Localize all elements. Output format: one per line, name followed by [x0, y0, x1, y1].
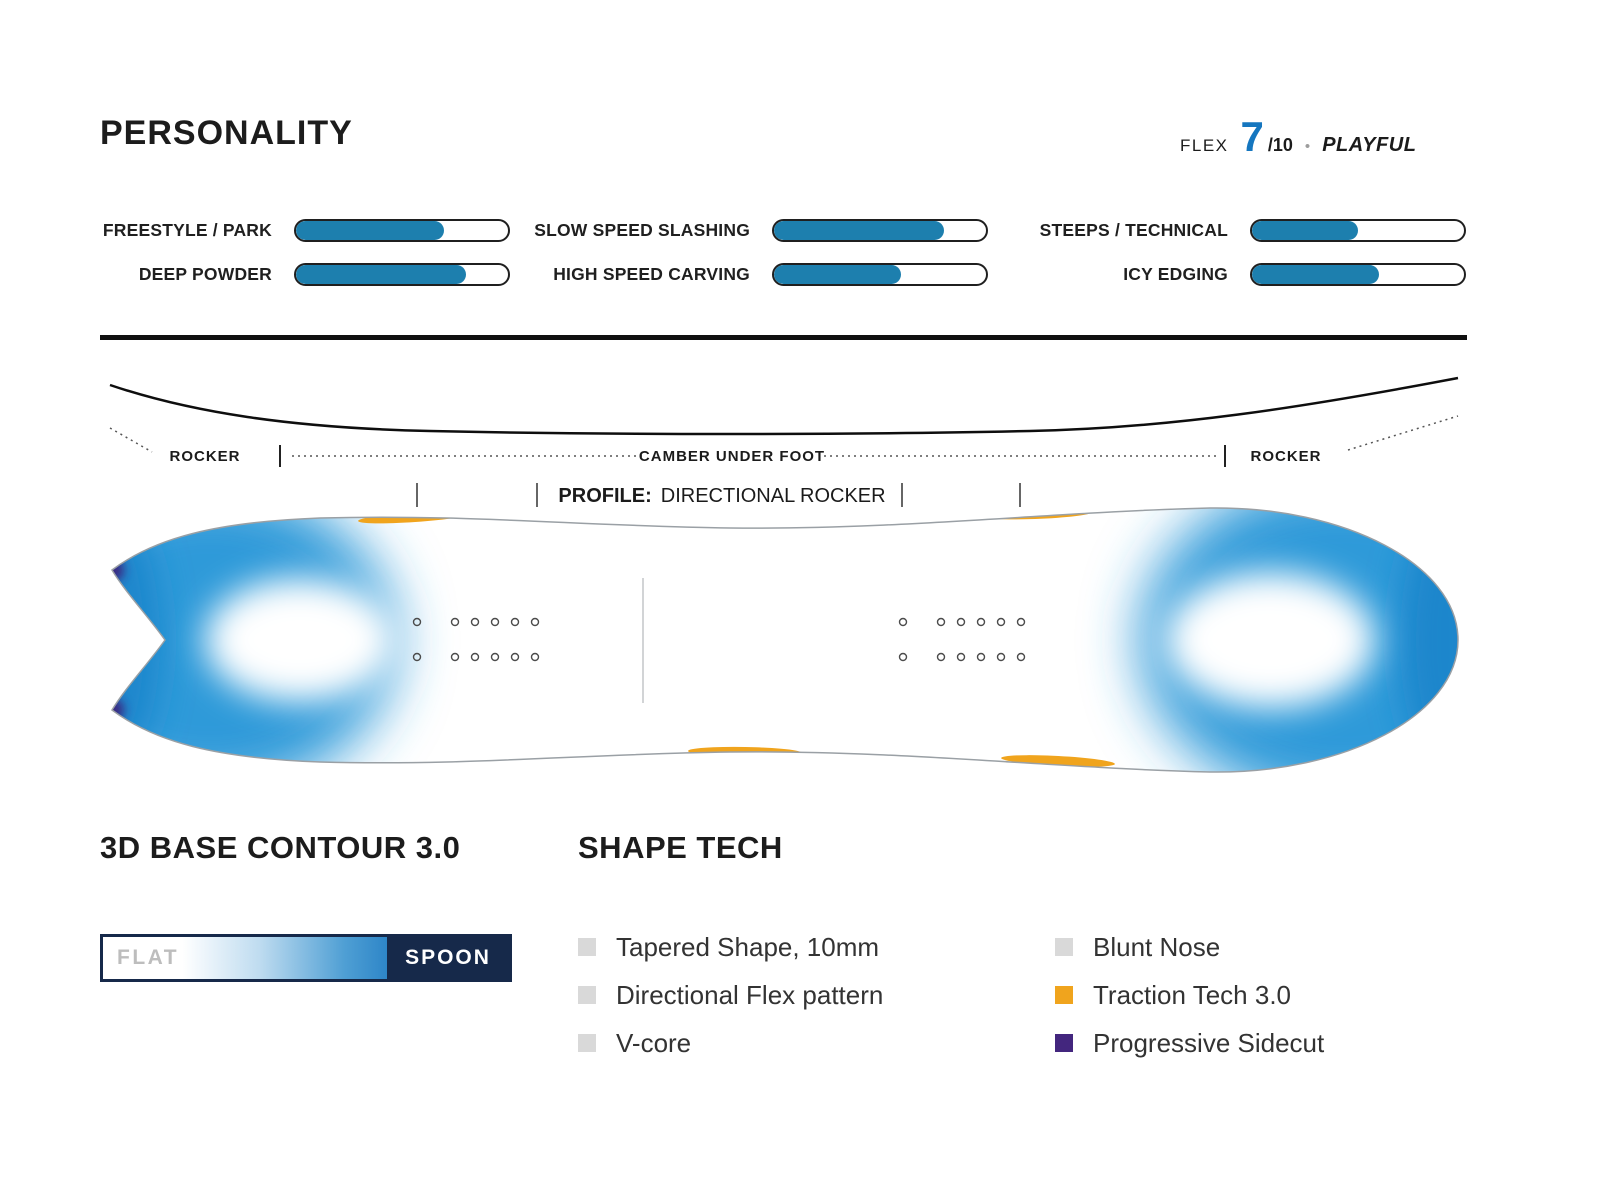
flex-denominator: /10 — [1267, 135, 1293, 155]
rating-bar-fill — [296, 265, 466, 284]
section-divider — [100, 335, 1467, 340]
bar-label: FREESTYLE / PARK — [102, 220, 272, 240]
shape-tech-label: V-core — [616, 1027, 692, 1058]
shape-tech-column-1: Tapered Shape, 10mm Directional Flex pat… — [578, 930, 883, 1074]
shape-tech-column-2: Blunt Nose Traction Tech 3.0 Progressive… — [1055, 930, 1324, 1074]
board-top-view — [111, 507, 1459, 773]
shape-tech-label: Progressive Sidecut — [1093, 1027, 1325, 1058]
bullet-square-icon — [1055, 1034, 1073, 1052]
shape-tech-label: Directional Flex pattern — [616, 979, 884, 1010]
bullet-square-icon — [578, 1034, 596, 1052]
base-contour-title: 3D BASE CONTOUR 3.0 — [100, 830, 461, 865]
separator-dot-icon: • — [1304, 138, 1311, 155]
rocker-guide-right — [1347, 415, 1459, 451]
rating-bar-track — [294, 219, 510, 242]
profile-type-value: DIRECTIONAL ROCKER — [661, 485, 886, 507]
shape-tech-item: Tapered Shape, 10mm — [578, 930, 883, 964]
rating-bar-track — [1250, 219, 1466, 242]
progressive-sidecut-mark — [1364, 749, 1432, 767]
bullet-square-icon — [1055, 986, 1073, 1004]
shape-tech-label: Blunt Nose — [1093, 931, 1221, 962]
personality-bars-column-1: FREESTYLE / PARK DEEP POWDER — [60, 219, 510, 307]
rating-bar-track — [1250, 263, 1466, 286]
shape-tech-item: V-core — [578, 1026, 883, 1060]
bar-label: DEEP POWDER — [138, 264, 272, 284]
shape-tech-label: Tapered Shape, 10mm — [616, 931, 880, 962]
personality-title: PERSONALITY — [100, 114, 353, 152]
bar-label: HIGH SPEED CARVING — [553, 264, 750, 284]
base-contour-scale: FLAT SPOON — [100, 934, 512, 982]
shape-tech-item: Directional Flex pattern — [578, 978, 883, 1012]
profile-type-label: PROFILE: — [558, 485, 651, 507]
contour-flat-label: FLAT — [117, 946, 180, 969]
rating-bar-fill — [1252, 221, 1358, 240]
personality-bar-row: STEEPS / TECHNICAL — [980, 219, 1466, 242]
profile-curve — [109, 376, 1459, 436]
shape-tech-title: SHAPE TECH — [578, 830, 783, 865]
rating-bar-fill — [774, 265, 902, 284]
camber-label: CAMBER UNDER FOOT — [639, 448, 825, 465]
personality-bars-column-2: SLOW SPEED SLASHING HIGH SPEED CARVING — [500, 219, 988, 307]
personality-bar-row: FREESTYLE / PARK — [60, 219, 510, 242]
flex-value: 7 — [1240, 113, 1264, 160]
flex-label: FLEX — [1180, 136, 1229, 155]
contour-gradient: FLAT — [103, 937, 387, 979]
flex-rating: FLEX 7 /10 • PLAYFUL — [1180, 116, 1416, 158]
profile-type-text: PROFILE: DIRECTIONAL ROCKER — [558, 485, 885, 507]
personality-bar-row: SLOW SPEED SLASHING — [500, 219, 988, 242]
traction-tech-mark — [1001, 755, 1115, 767]
bar-label: SLOW SPEED SLASHING — [534, 220, 750, 240]
bullet-square-icon — [578, 938, 596, 956]
bullet-square-icon — [1055, 938, 1073, 956]
contour-spoon-label: SPOON — [387, 937, 509, 979]
personality-bar-row: ICY EDGING — [980, 263, 1466, 286]
personality-bar-row: DEEP POWDER — [60, 263, 510, 286]
rocker-right-label: ROCKER — [1250, 448, 1321, 465]
personality-bars-column-3: STEEPS / TECHNICAL ICY EDGING — [980, 219, 1466, 307]
shape-tech-item: Progressive Sidecut — [1055, 1026, 1324, 1060]
rating-bar-fill — [1252, 265, 1380, 284]
rating-bar-track — [294, 263, 510, 286]
board-outline — [111, 507, 1459, 773]
rocker-guide-left — [109, 427, 153, 453]
rating-bar-track — [772, 219, 988, 242]
profile-diagram: ROCKER CAMBER UNDER FOOT ROCKER PROFILE:… — [109, 376, 1459, 507]
rocker-left-label: ROCKER — [169, 448, 240, 465]
rating-bar-fill — [296, 221, 445, 240]
flex-style-label: PLAYFUL — [1322, 134, 1417, 156]
rating-bar-fill — [774, 221, 944, 240]
bar-label: STEEPS / TECHNICAL — [1039, 220, 1228, 240]
personality-bar-row: HIGH SPEED CARVING — [500, 263, 988, 286]
bar-label: ICY EDGING — [1123, 264, 1228, 284]
board-body — [112, 507, 1458, 773]
shape-tech-item: Traction Tech 3.0 — [1055, 978, 1324, 1012]
rating-bar-track — [772, 263, 988, 286]
shape-tech-label: Traction Tech 3.0 — [1093, 979, 1291, 1010]
shape-tech-item: Blunt Nose — [1055, 930, 1324, 964]
insert-holes — [412, 617, 1026, 662]
bullet-square-icon — [578, 986, 596, 1004]
